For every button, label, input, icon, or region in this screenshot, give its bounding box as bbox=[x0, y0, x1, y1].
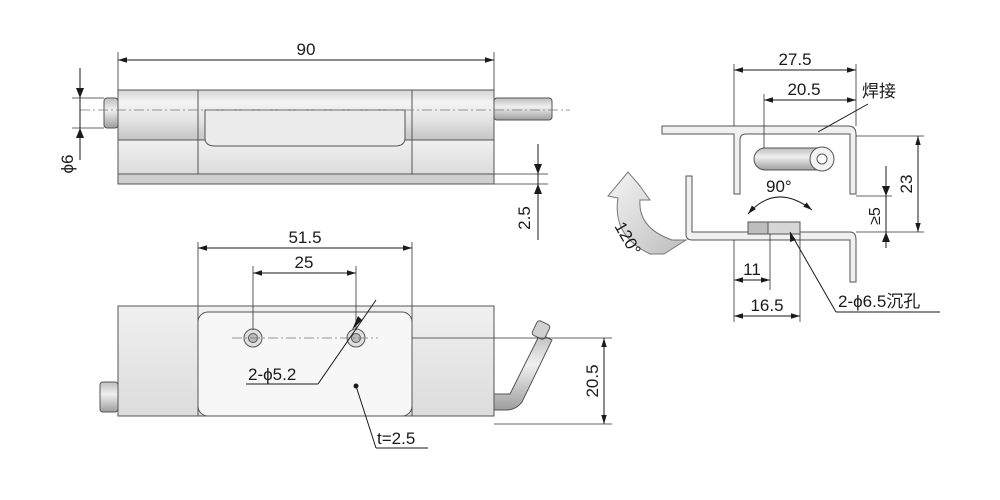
dim-20-5-label: 20.5 bbox=[583, 364, 602, 397]
dim-25-label: 25 bbox=[295, 253, 314, 272]
side-view-countersink-hatch bbox=[747, 221, 769, 235]
front-view-bent-pin bbox=[493, 333, 553, 411]
dim-2-5-arrow-bottom bbox=[534, 184, 542, 194]
dim-gap-label: ≥5 bbox=[867, 207, 884, 225]
dim-2-5-label: 2.5 bbox=[515, 206, 534, 230]
dim-16-5-label: 16.5 bbox=[750, 296, 783, 315]
dim-27-5-label: 27.5 bbox=[778, 50, 811, 69]
dim-side-20-5-label: 20.5 bbox=[787, 80, 820, 99]
angle-90-label: 90° bbox=[766, 177, 792, 196]
side-view-upper-leaf bbox=[661, 125, 857, 195]
thickness-leader-line bbox=[355, 385, 377, 449]
dim-gap-arrow-bottom bbox=[882, 232, 890, 242]
countersink-leader-arrow bbox=[790, 232, 796, 242]
top-view-base-strip bbox=[117, 173, 495, 185]
angle-90-arc bbox=[747, 196, 813, 215]
rotation-arrow bbox=[607, 171, 688, 255]
front-view: 51.5 25 2-ϕ5.2 t=2.5 20.5 bbox=[99, 228, 612, 449]
top-view: 90 ϕ6 2.5 bbox=[58, 40, 570, 240]
hole-leader-line bbox=[317, 299, 377, 385]
dim-phi6-arrow-top bbox=[76, 88, 84, 98]
side-view-lower-leaf bbox=[685, 175, 857, 283]
top-view-right-pin bbox=[493, 97, 553, 121]
side-view: 90° 27.5 20.5 焊接 23 ≥5 11 16.5 bbox=[607, 50, 940, 322]
top-view-left-pin-cap bbox=[103, 97, 119, 129]
front-view-center-leaf bbox=[197, 311, 413, 417]
top-view-cutout bbox=[204, 109, 406, 147]
dim-gap-arrow-top bbox=[882, 186, 890, 196]
front-view-left-pin bbox=[99, 381, 119, 413]
hole-label: 2-ϕ5.2 bbox=[248, 365, 296, 384]
front-view-bent-pin-tip bbox=[531, 320, 551, 340]
weld-label: 焊接 bbox=[862, 82, 896, 101]
dim-51-5-label: 51.5 bbox=[288, 228, 321, 247]
dim-phi6-label: ϕ6 bbox=[58, 155, 77, 174]
hole-leader-arrow bbox=[352, 316, 362, 330]
dim-phi6-arrow-bottom bbox=[76, 128, 84, 138]
dim-11-label: 11 bbox=[743, 260, 761, 279]
thickness-label: t=2.5 bbox=[377, 429, 415, 448]
dim-2-5-arrow-top bbox=[534, 164, 542, 174]
weld-leader bbox=[817, 103, 869, 133]
side-view-pin-inner bbox=[816, 153, 828, 165]
dim-23-label: 23 bbox=[897, 175, 916, 194]
countersink-label: 2-ϕ6.5沉孔 bbox=[838, 292, 920, 311]
dim-90-label: 90 bbox=[297, 40, 316, 59]
countersink-leader bbox=[789, 231, 837, 313]
